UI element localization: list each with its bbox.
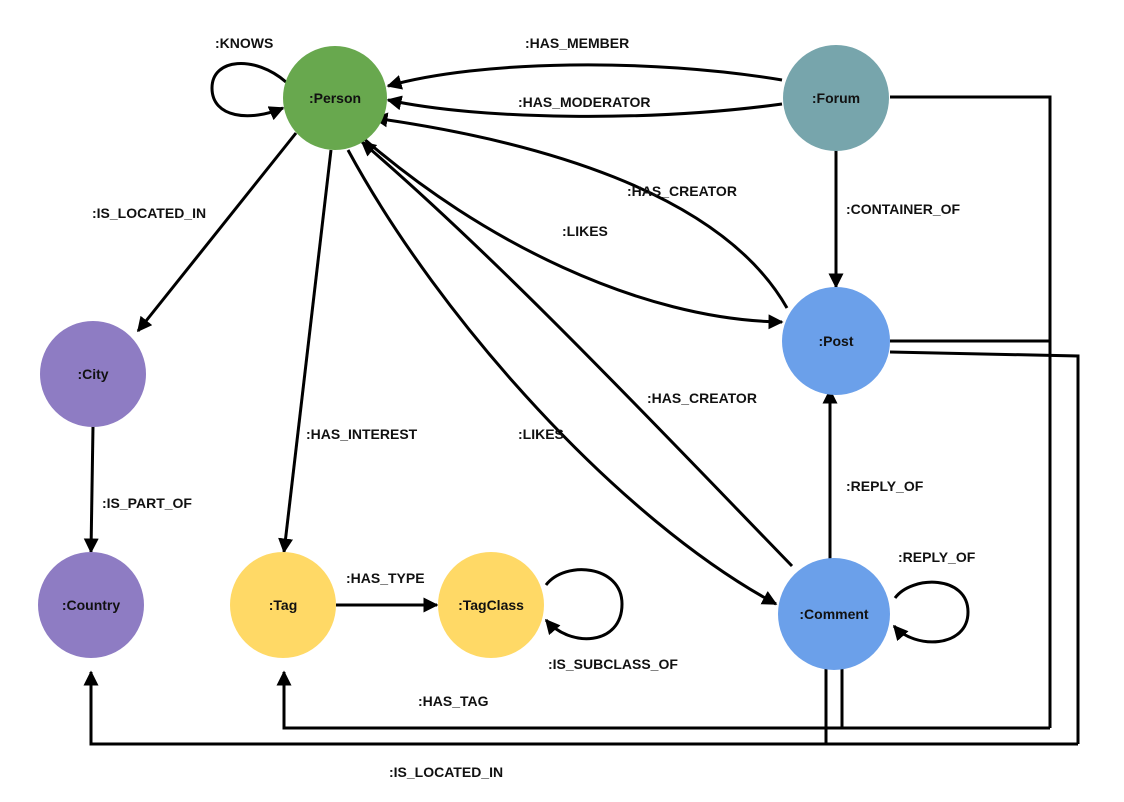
node-city-label: :City bbox=[77, 366, 108, 382]
node-person-label: :Person bbox=[309, 90, 361, 106]
node-post[interactable]: :Post bbox=[782, 287, 890, 395]
edge-has-member bbox=[386, 63, 783, 90]
node-person-circle bbox=[283, 46, 387, 150]
node-forum-label: :Forum bbox=[812, 90, 860, 106]
label-is-located-in-person: :IS_LOCATED_IN bbox=[92, 205, 206, 221]
label-reply-of-post: :REPLY_OF bbox=[846, 478, 924, 494]
label-container-of: :CONTAINER_OF bbox=[846, 201, 961, 217]
node-comment[interactable]: :Comment bbox=[778, 558, 890, 670]
label-has-tag: :HAS_TAG bbox=[418, 693, 489, 709]
label-has-member: :HAS_MEMBER bbox=[525, 35, 629, 51]
label-likes-post: :LIKES bbox=[562, 223, 608, 239]
edge-is-located-in-person bbox=[136, 132, 298, 333]
node-city-circle bbox=[40, 321, 146, 427]
node-tagclass-circle bbox=[438, 552, 544, 658]
node-forum[interactable]: :Forum bbox=[783, 45, 889, 151]
edge-likes-comment bbox=[346, 149, 778, 606]
label-knows: :KNOWS bbox=[215, 35, 273, 51]
label-has-interest: :HAS_INTEREST bbox=[306, 426, 418, 442]
label-has-creator-comment: :HAS_CREATOR bbox=[647, 390, 757, 406]
node-person[interactable]: :Person bbox=[283, 46, 387, 150]
edge-has-creator-comment bbox=[360, 140, 794, 568]
edge-is-located-in-post bbox=[889, 350, 1080, 744]
node-country-label: :Country bbox=[62, 597, 121, 613]
label-has-moderator: :HAS_MODERATOR bbox=[518, 94, 651, 110]
node-forum-circle bbox=[783, 45, 889, 151]
edge-reply-of-comment bbox=[892, 580, 970, 644]
node-comment-label: :Comment bbox=[799, 606, 869, 622]
node-country-circle bbox=[38, 552, 144, 658]
node-post-label: :Post bbox=[819, 333, 854, 349]
label-is-subclass-of: :IS_SUBCLASS_OF bbox=[548, 656, 678, 672]
edge-is-located-in-bottom bbox=[83, 670, 1078, 746]
node-tag-label: :Tag bbox=[269, 597, 298, 613]
edge-has-tag bbox=[276, 670, 1050, 730]
label-has-type: :HAS_TYPE bbox=[346, 570, 425, 586]
label-is-part-of: :IS_PART_OF bbox=[102, 495, 192, 511]
label-reply-of-comment: :REPLY_OF bbox=[898, 549, 976, 565]
label-likes-comment: :LIKES bbox=[518, 426, 564, 442]
edge-knows bbox=[210, 61, 287, 121]
edge-likes-post bbox=[362, 136, 784, 330]
label-has-creator-post: :HAS_CREATOR bbox=[627, 183, 737, 199]
node-tag[interactable]: :Tag bbox=[230, 552, 336, 658]
node-city[interactable]: :City bbox=[40, 321, 146, 427]
node-tagclass[interactable]: :TagClass bbox=[438, 552, 544, 658]
edge-has-creator-post bbox=[372, 112, 789, 309]
node-tag-circle bbox=[230, 552, 336, 658]
edge-has-tag-forum bbox=[890, 95, 1052, 728]
edge-has-interest bbox=[278, 149, 333, 554]
label-is-located-in-bottom: :IS_LOCATED_IN bbox=[389, 764, 503, 780]
edge-is-part-of bbox=[83, 425, 99, 554]
node-tagclass-label: :TagClass bbox=[458, 597, 524, 613]
node-post-circle bbox=[782, 287, 890, 395]
edge-is-subclass-of bbox=[544, 568, 624, 641]
node-country[interactable]: :Country bbox=[38, 552, 144, 658]
node-comment-circle bbox=[778, 558, 890, 670]
edge-has-moderator bbox=[386, 95, 783, 118]
